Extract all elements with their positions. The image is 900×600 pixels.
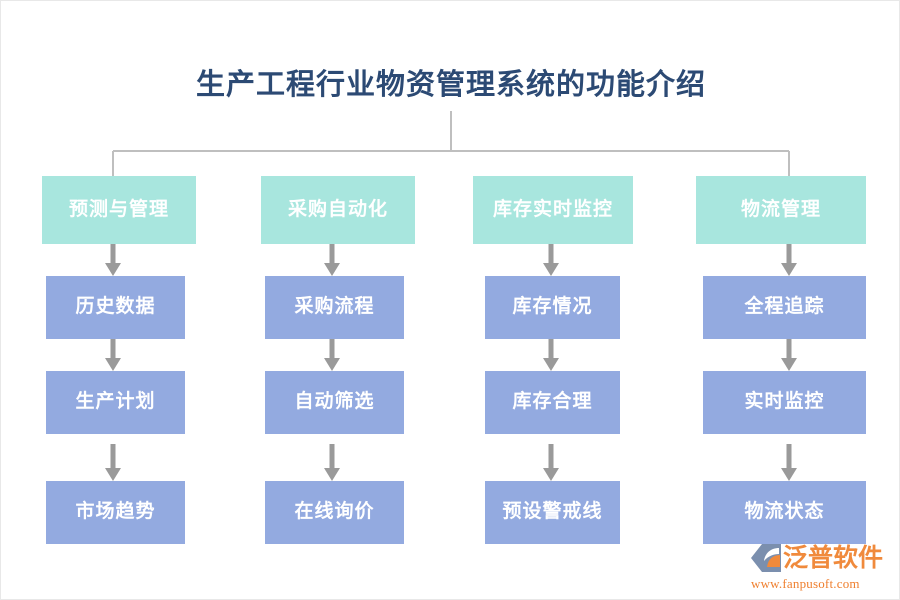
arrow-group bbox=[105, 244, 797, 481]
column-header-1[interactable]: 预测与管理 bbox=[42, 176, 196, 244]
column-2-item-3[interactable]: 在线询价 bbox=[265, 481, 404, 544]
column-4-item-2[interactable]: 实时监控 bbox=[703, 371, 866, 434]
arrow-stem bbox=[548, 339, 554, 361]
arrow-stem bbox=[329, 444, 335, 471]
arrow-stem bbox=[110, 444, 116, 471]
column-3-item-1[interactable]: 库存情况 bbox=[485, 276, 620, 339]
column-header-2[interactable]: 采购自动化 bbox=[261, 176, 415, 244]
logo-website-url: www.fanpusoft.com bbox=[751, 576, 860, 591]
arrow-stem bbox=[548, 244, 554, 266]
column-3-item-2[interactable]: 库存合理 bbox=[485, 371, 620, 434]
column-1-item-2[interactable]: 生产计划 bbox=[46, 371, 185, 434]
page-title: 生产工程行业物资管理系统的功能介绍 bbox=[195, 69, 706, 101]
column-4-item-3[interactable]: 物流状态 bbox=[703, 481, 866, 544]
arrow-head bbox=[781, 468, 797, 481]
column-header-4[interactable]: 物流管理 bbox=[696, 176, 866, 244]
arrow-head bbox=[324, 358, 340, 371]
arrow-stem bbox=[110, 339, 116, 361]
column-1-item-1[interactable]: 历史数据 bbox=[46, 276, 185, 339]
arrow-head bbox=[543, 358, 559, 371]
arrow-head bbox=[105, 358, 121, 371]
arrow-stem bbox=[329, 339, 335, 361]
fanpu-chevron-icon bbox=[751, 544, 781, 572]
logo-company-name: 泛普软件 bbox=[783, 544, 884, 572]
arrow-head bbox=[105, 468, 121, 481]
arrow-stem bbox=[786, 339, 792, 361]
arrow-stem bbox=[110, 244, 116, 266]
arrow-stem bbox=[548, 444, 554, 471]
arrow-head bbox=[543, 263, 559, 276]
arrow-head bbox=[105, 263, 121, 276]
column-1-item-3[interactable]: 市场趋势 bbox=[46, 481, 185, 544]
arrow-head bbox=[781, 263, 797, 276]
column-header-3[interactable]: 库存实时监控 bbox=[473, 176, 633, 244]
arrow-stem bbox=[786, 444, 792, 471]
column-4-item-1[interactable]: 全程追踪 bbox=[703, 276, 866, 339]
arrow-head bbox=[543, 468, 559, 481]
arrow-head bbox=[781, 358, 797, 371]
brand-logo[interactable]: 泛普软件 www.fanpusoft.com bbox=[749, 541, 895, 593]
column-2-item-2[interactable]: 自动筛选 bbox=[265, 371, 404, 434]
column-2-item-1[interactable]: 采购流程 bbox=[265, 276, 404, 339]
arrow-stem bbox=[786, 244, 792, 266]
arrow-head bbox=[324, 263, 340, 276]
arrow-stem bbox=[329, 244, 335, 266]
arrow-head bbox=[324, 468, 340, 481]
column-3-item-3[interactable]: 预设警戒线 bbox=[485, 481, 620, 544]
